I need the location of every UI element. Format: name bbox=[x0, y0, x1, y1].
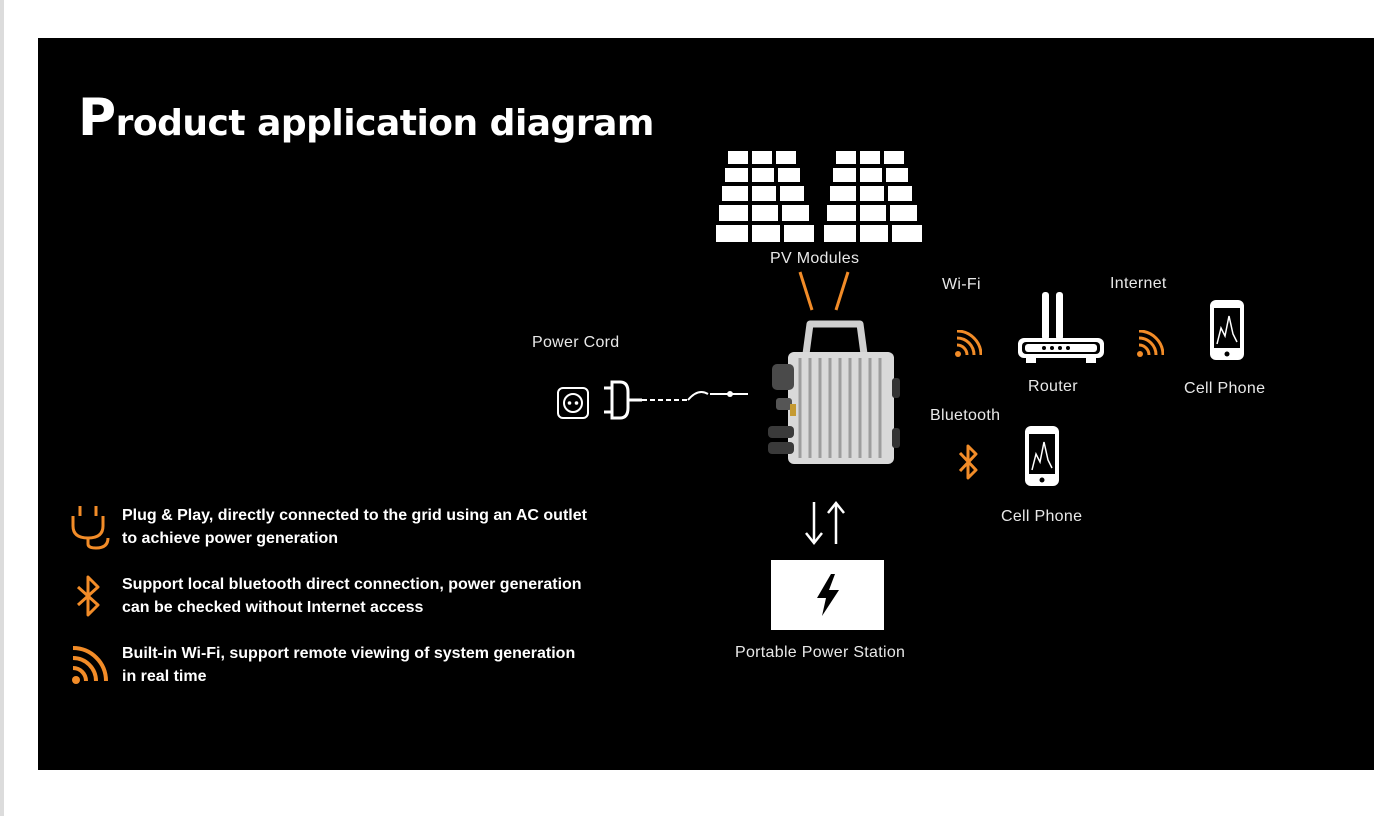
wifi-signal-icon bbox=[955, 330, 982, 357]
power-cord-icon bbox=[604, 380, 748, 420]
pv-modules-icon bbox=[716, 151, 922, 242]
microinverter-icon bbox=[768, 320, 900, 464]
window-edge bbox=[0, 0, 4, 816]
label-portable-power-station: Portable Power Station bbox=[735, 644, 906, 661]
internet-signal-icon bbox=[1137, 330, 1164, 357]
pv-connector-lines bbox=[798, 271, 850, 311]
feature-text: Plug & Play, directly connected to the g… bbox=[122, 507, 587, 547]
bluetooth-icon bbox=[76, 575, 100, 617]
bluetooth-icon bbox=[958, 444, 978, 480]
label-bluetooth: Bluetooth bbox=[930, 407, 1001, 424]
cell-phone-internet-icon bbox=[1210, 300, 1244, 360]
label-wifi: Wi-Fi bbox=[942, 276, 981, 293]
diagram-panel: Product application diagram PV Modules bbox=[38, 38, 1374, 770]
label-pv-modules: PV Modules bbox=[770, 250, 860, 267]
label-router: Router bbox=[1028, 378, 1078, 395]
wall-socket-icon bbox=[557, 387, 589, 419]
title-first-letter: P bbox=[78, 88, 116, 148]
router-icon bbox=[1018, 292, 1104, 363]
label-internet: Internet bbox=[1110, 275, 1167, 292]
cell-phone-bluetooth-icon bbox=[1025, 426, 1059, 486]
page-title: Product application diagram bbox=[78, 88, 654, 148]
label-power-cord: Power Cord bbox=[532, 334, 620, 351]
feature-item-wifi: Built-in Wi-Fi, support remote viewing o… bbox=[68, 642, 588, 698]
lightning-icon bbox=[817, 574, 839, 616]
feature-text: Support local bluetooth direct connectio… bbox=[122, 576, 582, 616]
plug-icon bbox=[71, 506, 110, 550]
label-cell-phone-bluetooth: Cell Phone bbox=[1001, 508, 1083, 525]
bidirectional-arrows-icon bbox=[805, 500, 845, 546]
portable-power-station-icon bbox=[771, 560, 884, 630]
feature-text: Built-in Wi-Fi, support remote viewing o… bbox=[122, 645, 576, 685]
wifi-icon bbox=[72, 646, 108, 684]
title-rest: roduct application diagram bbox=[115, 103, 655, 144]
feature-item-bluetooth: Support local bluetooth direct connectio… bbox=[68, 573, 588, 629]
label-cell-phone-internet: Cell Phone bbox=[1184, 380, 1266, 397]
feature-item-plug-and-play: Plug & Play, directly connected to the g… bbox=[68, 504, 588, 560]
